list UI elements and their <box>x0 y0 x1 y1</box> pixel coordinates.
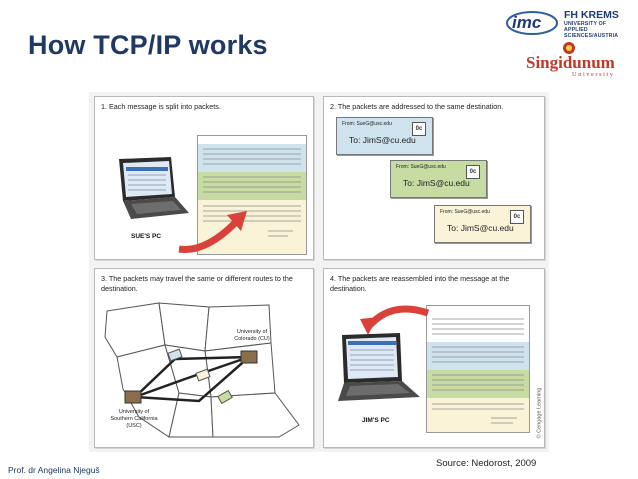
envelope-packet-2: From: SueG@usc.edu 0c To: JimS@cu.edu <box>390 160 487 198</box>
usc-label: University of Southern California (USC) <box>110 409 158 429</box>
packet-message-jim <box>426 305 530 433</box>
reassemble-arrow-icon <box>360 305 430 335</box>
panel-addressed: 2. The packets are addressed to the same… <box>323 96 545 260</box>
split-arrow-icon <box>178 211 247 253</box>
laptop-jim-icon <box>338 333 420 401</box>
envelope-packet-1: From: SueG@usc.edu 0c To: JimS@cu.edu <box>336 117 433 155</box>
panel-split-into-packets: 1. Each message is split into packets. S… <box>94 96 314 260</box>
copyright-note: © Cengage Learning <box>536 370 560 460</box>
colorado-label: University of Colorado (CU) <box>234 329 270 342</box>
singidunum-university: University <box>572 71 615 78</box>
logos: imc FH KREMS UNIVERSITY OF APPLIED SCIEN… <box>506 8 628 80</box>
envelope-1-to: To: JimS@cu.edu <box>349 135 416 145</box>
author-footer: Prof. dr Angelina Njeguš <box>8 465 100 475</box>
envelope-2-to: To: JimS@cu.edu <box>403 178 470 188</box>
panel2-caption: 2. The packets are addressed to the same… <box>330 102 504 111</box>
panel4-caption: 4. The packets are reassembled into the … <box>330 274 510 293</box>
envelope-3-stamp: 0c <box>510 210 524 224</box>
envelope-packet-3: From: SueG@usc.edu 0c To: JimS@cu.edu <box>434 205 531 243</box>
envelope-1-from: From: SueG@usc.edu <box>342 121 392 127</box>
imc-logo-icon <box>506 11 558 35</box>
panel3-caption: 3. The packets may travel the same or di… <box>101 274 293 293</box>
envelope-3-from: From: SueG@usc.edu <box>440 209 490 215</box>
singidunum-crest-icon <box>563 42 575 54</box>
source-citation: Source: Nedorost, 2009 <box>436 458 537 469</box>
copyright-text: © Cengage Learning <box>536 387 543 439</box>
fh-krems-sub2: SCIENCES/AUSTRIA <box>564 33 619 39</box>
slide-title: How TCP/IP works <box>28 30 268 60</box>
jim-pc-label: JIM'S PC <box>362 417 390 424</box>
packet-message-sue <box>197 135 307 255</box>
us-map-icon <box>104 302 300 438</box>
panel-reassembled: 4. The packets are reassembled into the … <box>323 268 545 448</box>
envelope-1-stamp: 0c <box>412 122 426 136</box>
envelope-2-from: From: SueG@usc.edu <box>396 164 446 170</box>
panel-routes: 3. The packets may travel the same or di… <box>94 268 314 448</box>
fh-krems-title: FH KREMS <box>564 9 619 21</box>
sue-pc-label: SUE'S PC <box>131 233 162 240</box>
envelope-3-to: To: JimS@cu.edu <box>447 223 514 233</box>
fh-krems-logo: FH KREMS UNIVERSITY OF APPLIED SCIENCES/… <box>564 9 628 40</box>
laptop-sue-icon <box>119 157 189 219</box>
singidunum-logo: Singidunum <box>526 53 615 72</box>
packet-text-lines <box>203 148 301 237</box>
envelope-2-stamp: 0c <box>466 165 480 179</box>
imc-logo-text: imc <box>512 13 542 32</box>
tcp-ip-figure: 1. Each message is split into packets. S… <box>89 92 549 452</box>
panel1-caption: 1. Each message is split into packets. <box>101 102 221 111</box>
packet-text-lines-jim <box>432 318 524 424</box>
fh-krems-sub1: UNIVERSITY OF APPLIED <box>564 21 607 33</box>
